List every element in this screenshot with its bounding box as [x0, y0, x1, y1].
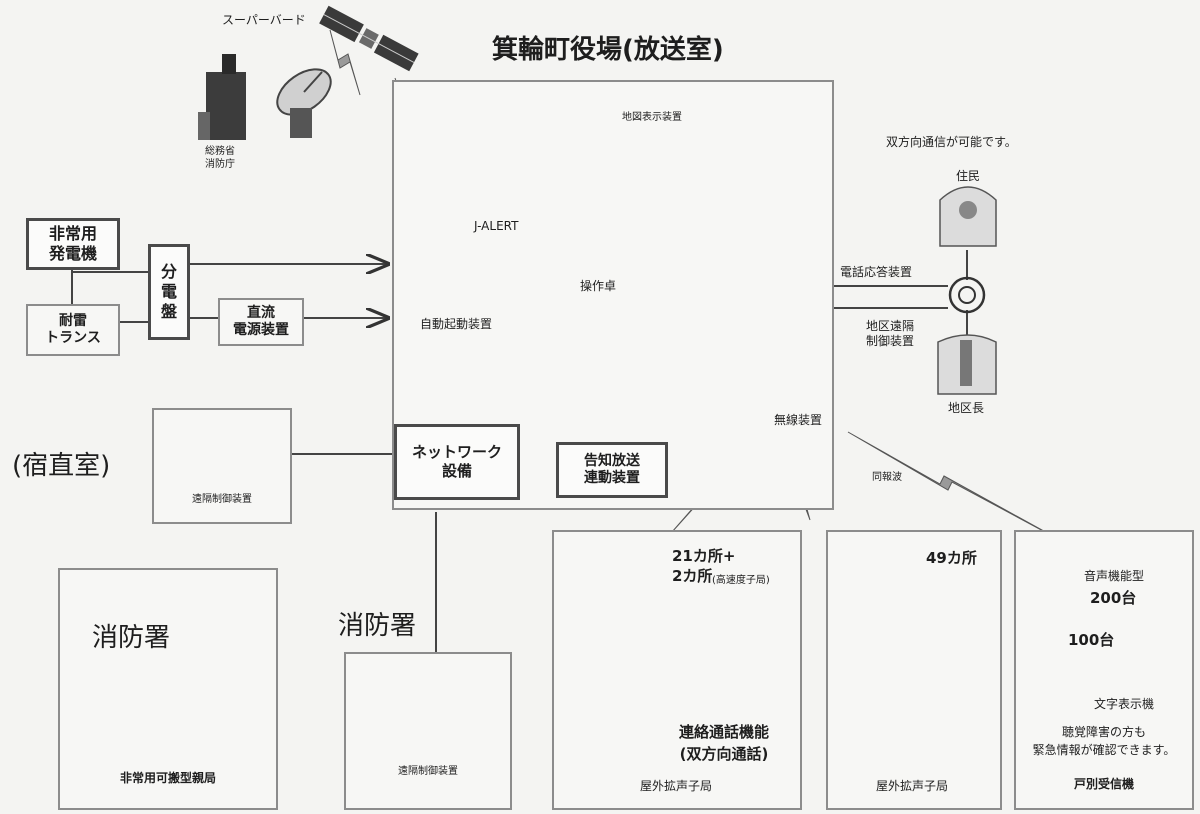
area-control-label-1: 地区遠隔: [866, 319, 915, 333]
outdoor-a-label: 屋外拡声子局: [639, 779, 713, 793]
area-control-label-2: 制御装置: [866, 334, 915, 348]
distribution-board-box: 分電盤: [148, 244, 190, 340]
outdoor-a-count-note: (高速度子局): [712, 575, 770, 586]
fire-station-remote-label: 遠隔制御装置: [398, 766, 458, 777]
satellite-icon: [319, 5, 419, 72]
generator-label-2: 発電機: [48, 244, 97, 263]
outdoor-station-b-box: [826, 530, 1002, 810]
generator-box: 非常用発電機: [26, 218, 120, 270]
resident-label: 住民: [955, 169, 981, 183]
portable-station-label: 非常用可搬型親局: [119, 771, 217, 785]
district-head-figure-icon: [937, 334, 997, 395]
outdoor-a-phone-label-2: (双方向通話): [679, 745, 769, 763]
console-label: 操作卓: [580, 279, 617, 293]
night-room-box: [152, 408, 292, 524]
dc-power-box: 直流電源装置: [218, 298, 304, 346]
outdoor-a-count-2: 2カ所: [672, 567, 713, 585]
transformer-box: 耐雷トランス: [26, 304, 120, 356]
two-way-note: 双方向通信が可能です。: [886, 135, 1017, 149]
dc-power-label-2: 電源装置: [233, 322, 289, 338]
transformer-label-1: 耐雷: [58, 312, 87, 329]
night-room-label: (宿直室): [12, 451, 111, 481]
transformer-label-2: トランス: [45, 330, 101, 346]
fire-station-1-box: [58, 568, 278, 810]
phone-response-label: 電話応答装置: [840, 265, 913, 279]
notice-broadcast-label-2: 連動装置: [584, 470, 640, 486]
outdoor-b-count: 49カ所: [926, 549, 977, 567]
agency-label-2: 消防庁: [205, 159, 235, 170]
radio-unit-label: 無線装置: [773, 413, 823, 427]
same-wave-label: 同報波: [872, 472, 902, 483]
fire-station-2-box: [344, 652, 512, 810]
dc-power-label-1: 直流: [247, 304, 275, 321]
audio-receiver-count: 200台: [1090, 589, 1137, 607]
distribution-label-1: 分: [160, 262, 177, 281]
generator-label-1: 非常用: [48, 224, 97, 243]
notice-broadcast-box: 告知放送連動装置: [556, 442, 668, 498]
parabolic-antenna-icon: [276, 68, 332, 138]
map-display-label: 地図表示装置: [622, 112, 682, 123]
household-note-2: 緊急情報が確認できます。: [1032, 743, 1176, 757]
text-receiver-count: 100台: [1068, 631, 1115, 649]
household-receiver-label: 戸別受信機: [1073, 777, 1135, 791]
notice-broadcast-label-1: 告知放送: [584, 452, 640, 469]
fire-station-1-label: 消防署: [92, 623, 171, 653]
outdoor-a-phone-label-1: 連絡通話機能: [678, 723, 770, 741]
phone-response-device-icon: [948, 276, 986, 314]
night-room-remote-label: 遠隔制御装置: [192, 494, 252, 505]
household-note-1: 聴覚障害の方も: [1061, 725, 1147, 739]
network-label-1: ネットワーク: [411, 443, 502, 462]
district-head-label: 地区長: [947, 401, 985, 415]
outdoor-a-count-1: 21カ所+: [672, 547, 736, 565]
page-title: 箕輪町役場(放送室): [492, 35, 724, 65]
distribution-label-2: 電: [160, 282, 177, 301]
outdoor-b-label: 屋外拡声子局: [875, 779, 949, 793]
resident-figure-icon: [939, 186, 997, 247]
network-label-2: 設備: [441, 462, 472, 480]
auto-start-label: 自動起動装置: [419, 317, 493, 331]
town-hall-broadcast-room-box: [392, 80, 834, 510]
fire-station-2-label: 消防署: [338, 611, 417, 641]
outdoor-station-a-box: [552, 530, 802, 810]
household-receiver-box: [1014, 530, 1194, 810]
network-equipment-box: ネットワーク設備: [394, 424, 520, 500]
agency-building-icon: [198, 54, 246, 140]
distribution-label-3: 盤: [160, 302, 177, 321]
agency-label-1: 総務省: [205, 146, 235, 157]
satellite-label: スーパーバード: [222, 13, 306, 27]
audio-receiver-label: 音声機能型: [1084, 569, 1145, 583]
jalert-label: J-ALERT: [474, 219, 519, 233]
text-display-label: 文字表示機: [1093, 697, 1155, 711]
